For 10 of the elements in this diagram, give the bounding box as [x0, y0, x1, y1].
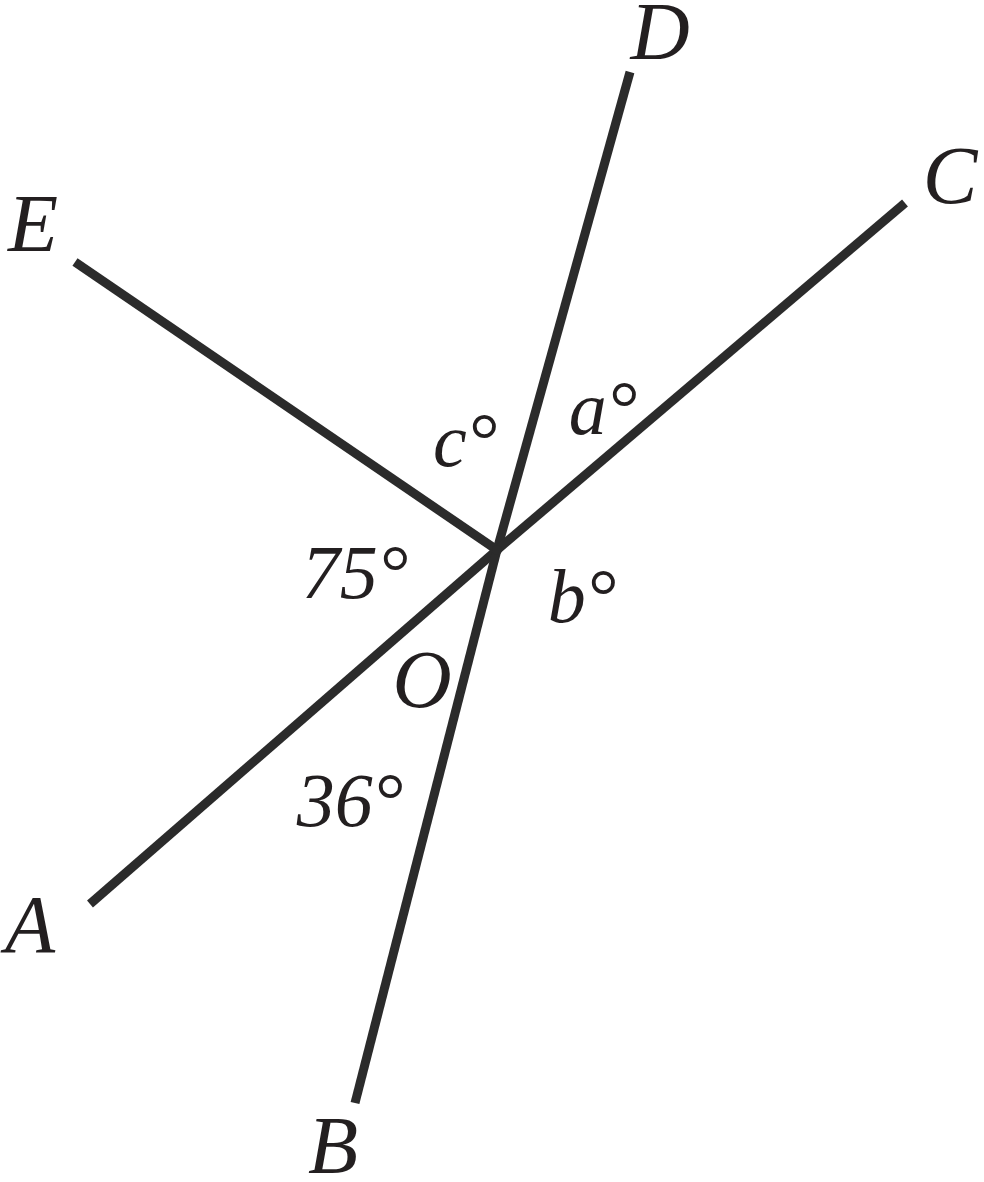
angle-label: 36°: [296, 762, 404, 838]
angle-label: 75°: [301, 534, 409, 610]
point-label: E: [7, 183, 59, 265]
angle-label: b°: [547, 558, 617, 634]
point-label: D: [630, 0, 690, 73]
angle-label: a°: [568, 370, 638, 446]
point-label: O: [392, 639, 452, 721]
point-label: C: [922, 135, 978, 217]
angle-label: c°: [432, 402, 498, 478]
point-label: B: [307, 1105, 359, 1182]
